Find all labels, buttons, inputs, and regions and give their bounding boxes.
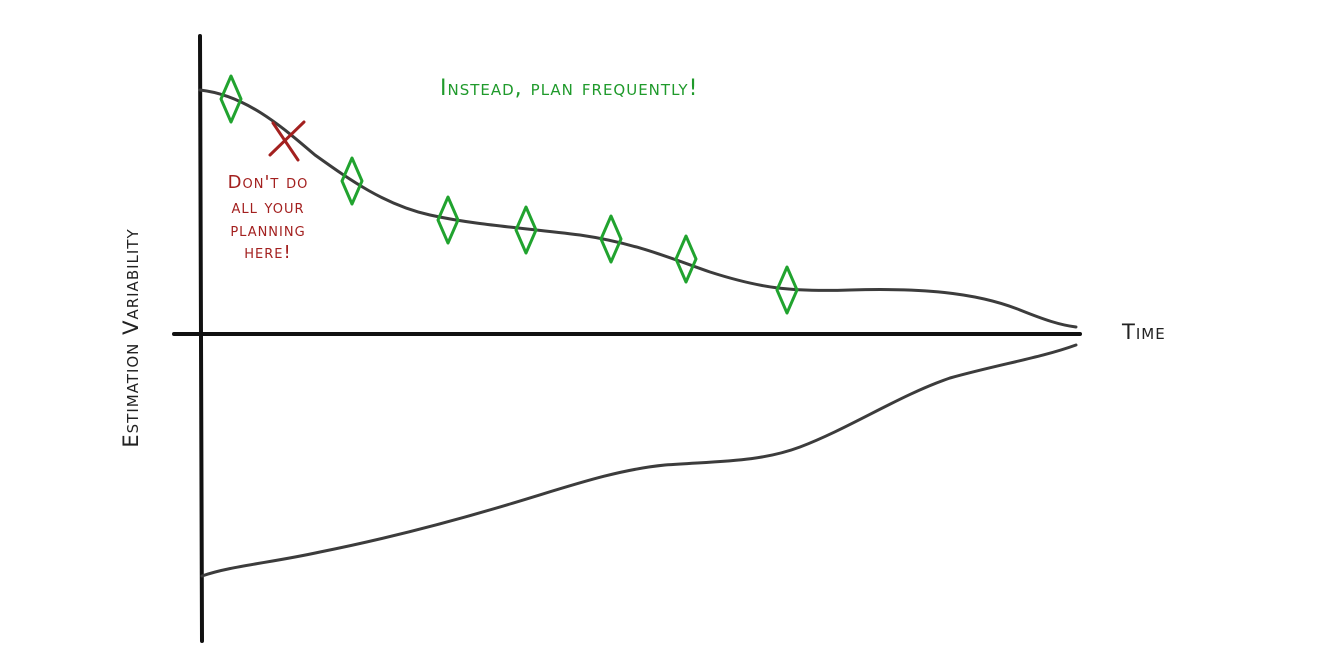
diamond-icon bbox=[599, 214, 623, 264]
planning-markers bbox=[219, 74, 799, 315]
x-mark-icon bbox=[268, 120, 306, 162]
lower-variability-curve bbox=[200, 343, 1078, 578]
diamond-icon bbox=[219, 74, 243, 124]
warning-line-2: all your bbox=[231, 197, 304, 218]
diamond-icon bbox=[436, 195, 460, 245]
diamond-icon bbox=[775, 265, 799, 315]
diamond-icon bbox=[514, 205, 538, 255]
diamond-icon bbox=[674, 234, 698, 284]
y-axis-label: Estimation Variability bbox=[119, 228, 143, 447]
x-axis-label: Time bbox=[1121, 320, 1166, 344]
warning-note: Don't do all your planning here! bbox=[228, 172, 309, 263]
upper-variability-curve bbox=[198, 88, 1078, 329]
headline: Instead, plan frequently! bbox=[440, 76, 698, 101]
diamond-icon bbox=[340, 156, 364, 206]
warning-line-1: Don't do bbox=[228, 172, 309, 193]
warning-line-4: here! bbox=[244, 242, 291, 263]
warning-line-3: planning bbox=[230, 220, 305, 241]
y-axis bbox=[198, 34, 204, 643]
